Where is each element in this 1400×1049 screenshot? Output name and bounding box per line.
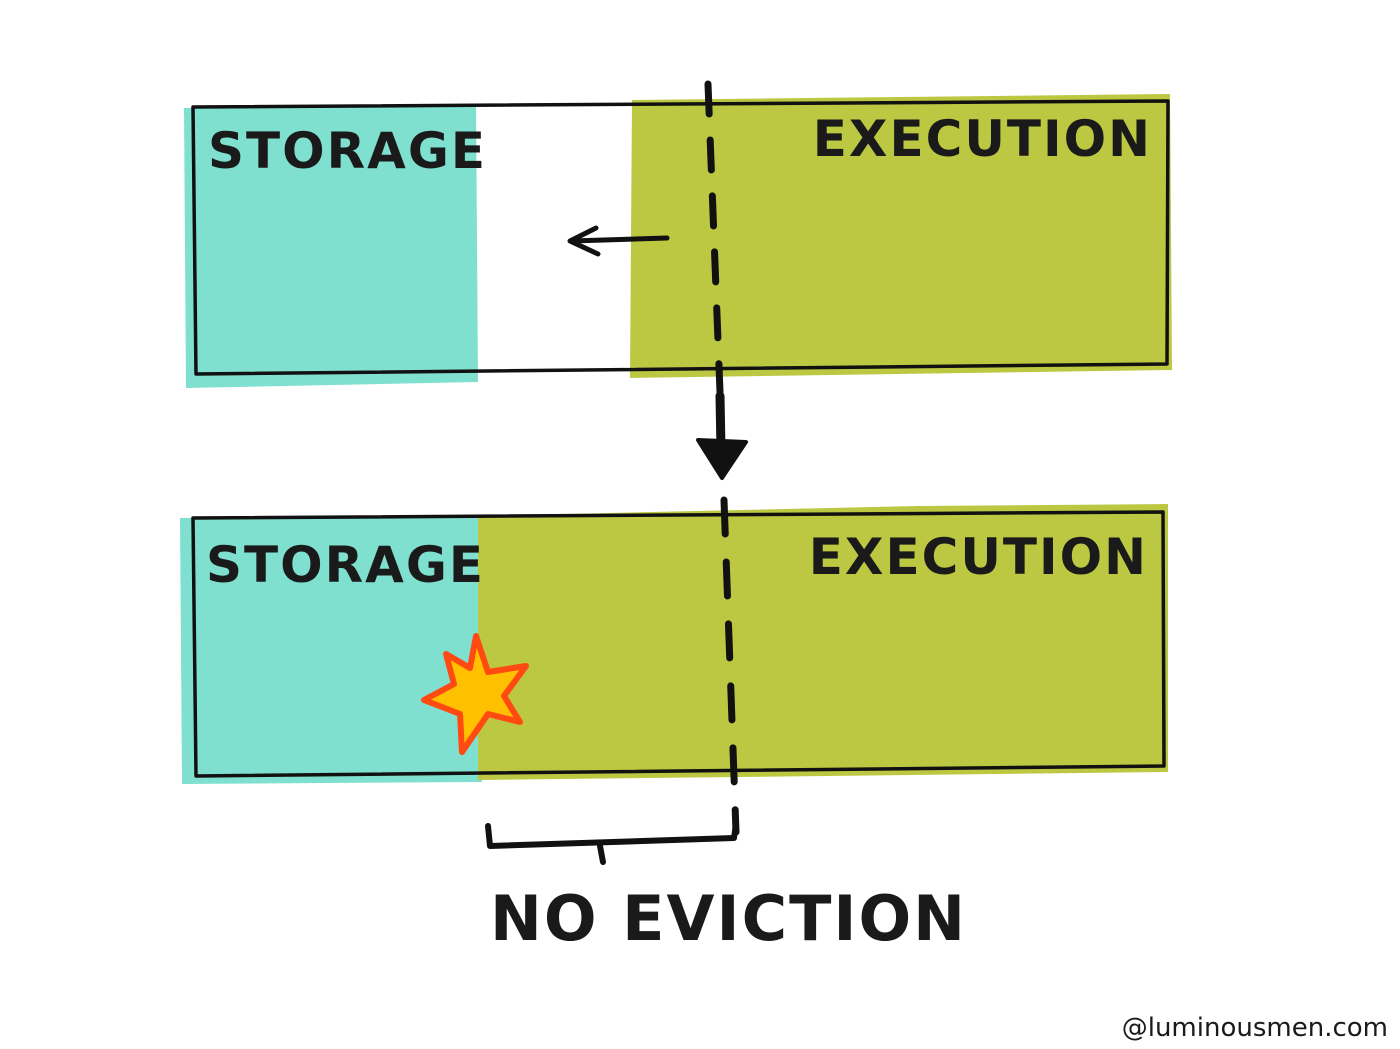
bottom-panel-outline — [191, 510, 1166, 778]
bottom-execution-region — [478, 504, 1168, 780]
bottom-execution-label: EXECUTION — [809, 528, 1148, 586]
arrow-left-icon — [567, 225, 670, 257]
top-execution-region — [630, 94, 1172, 378]
top-storage-label: STORAGE — [208, 122, 487, 180]
bottom-storage-region — [180, 515, 482, 784]
arrow-down-icon — [696, 391, 748, 480]
credit-watermark: @luminousmen.com — [1122, 1013, 1388, 1043]
bottom-panel: STORAGE EXECUTION — [180, 504, 1168, 784]
boundary-dashed-line-bottom — [720, 496, 740, 836]
bracket-icon — [485, 821, 739, 865]
caption-no-eviction: NO EVICTION — [490, 882, 967, 955]
burst-icon — [421, 633, 529, 755]
top-execution-label: EXECUTION — [813, 110, 1152, 168]
top-panel: STORAGE EXECUTION — [184, 94, 1172, 388]
bottom-storage-label: STORAGE — [206, 536, 485, 594]
boundary-dashed-line-top — [704, 80, 724, 396]
top-storage-region — [184, 104, 478, 388]
top-panel-outline — [191, 99, 1170, 376]
